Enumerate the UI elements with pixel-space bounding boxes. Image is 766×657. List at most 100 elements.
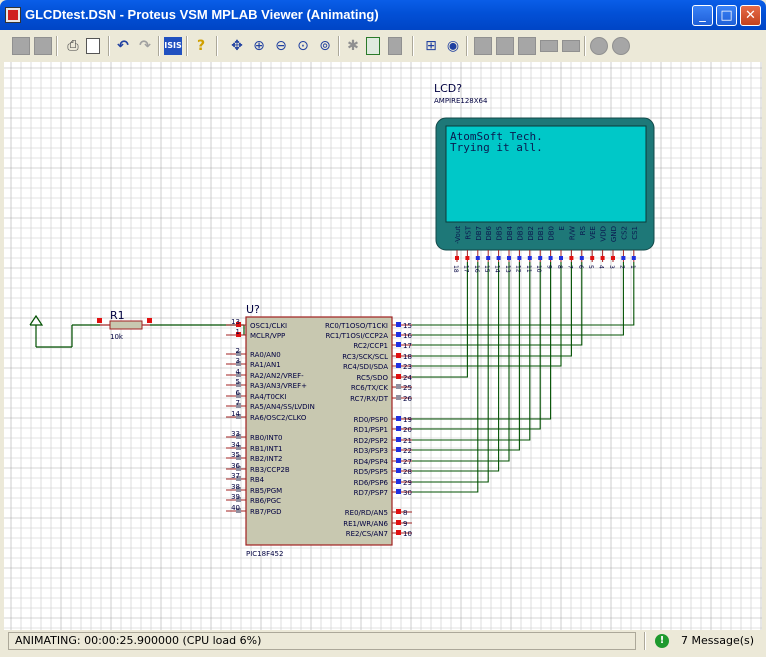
zoom-all-icon[interactable]: ⊙ [297, 38, 309, 54]
bom-icon[interactable] [388, 37, 402, 55]
pin-marker [396, 353, 401, 358]
pin-marker [486, 256, 491, 260]
lcd-component[interactable]: LCD? AMPIRE128X64 AtomSoft Tech. Trying … [434, 82, 655, 273]
mcu-pin-label: RC3/SCK/SCL [342, 353, 388, 361]
mcu-pin-number: 2 [236, 347, 240, 355]
pin-marker [396, 342, 401, 347]
message-count[interactable]: 7 Message(s) [681, 634, 755, 647]
pin-marker [236, 487, 241, 492]
mcu-body [245, 316, 393, 546]
app-icon[interactable] [5, 7, 21, 23]
lcd-pin-label: R/W [568, 226, 576, 240]
netlist-icon[interactable] [366, 37, 380, 55]
mcu-pin-number: 27 [403, 458, 412, 466]
circle-icon[interactable] [612, 37, 630, 55]
toolbar-separator [466, 36, 468, 56]
mcu-pin-label: RA1/AN1 [250, 361, 281, 369]
save-icon[interactable] [34, 37, 52, 55]
zoom-area-icon[interactable]: ⊚ [319, 38, 331, 54]
mcu-pin-label: RD6/PSP6 [354, 479, 389, 487]
mcu-pin-label: RC0/T1OSO/T1CKI [325, 322, 388, 330]
toolbar: ⎙ ↶ ↷ ISIS ? ✥ ⊕ ⊖ ⊙ ⊚ ✱ ⊞ ◉ [4, 30, 762, 63]
mcu-pin-label: OSC1/CLKI [250, 322, 287, 330]
lcd-pin-label: RS [579, 225, 587, 235]
pin-marker [236, 332, 241, 337]
close-button[interactable]: ✕ [740, 5, 761, 26]
terminal-symbol[interactable] [29, 314, 100, 348]
mcu-pin-number: 24 [403, 374, 412, 382]
lcd-pin-label: RST [464, 225, 472, 239]
mcu-pin-label: RB0/INT0 [250, 434, 283, 442]
message-icon[interactable]: ! [655, 634, 669, 648]
lcd-pin-label: DB0 [548, 226, 556, 241]
resistor-r1[interactable]: R1 10k [97, 309, 245, 341]
block-icon[interactable] [518, 37, 536, 55]
zoom-in-icon[interactable]: ⊕ [253, 38, 265, 54]
block-icon[interactable] [496, 37, 514, 55]
mcu-pin-label: MCLR/VPP [250, 332, 285, 340]
bug-icon[interactable]: ✱ [347, 38, 359, 54]
mcu-pin-number: 9 [403, 520, 407, 528]
pin-marker [396, 520, 401, 525]
pin-marker [396, 332, 401, 337]
mcu-pin-number: 19 [403, 416, 412, 424]
lcd-pin-number: 8 [556, 265, 563, 269]
lcd-pin-label: DB3 [516, 226, 524, 241]
wire [412, 262, 500, 472]
pin-marker [236, 434, 241, 439]
mcu-pin-label: RB4 [250, 476, 265, 484]
circle-icon[interactable] [590, 37, 608, 55]
mcu-pin-number: 28 [403, 468, 412, 476]
wire [412, 262, 479, 493]
redo-icon[interactable]: ↷ [139, 38, 151, 54]
lcd-pin-label: -Vout [454, 226, 462, 244]
pin-marker [465, 256, 470, 260]
maximize-button[interactable]: □ [716, 5, 737, 26]
block-icon[interactable] [474, 37, 492, 55]
pin-marker [538, 256, 543, 260]
printer-icon[interactable]: ⎙ [67, 38, 79, 54]
mcu-pin-number: 34 [231, 441, 240, 449]
minimize-button[interactable]: _ [692, 5, 713, 26]
wire [412, 262, 520, 451]
lcd-pin-label: VDD [600, 226, 608, 242]
schematic-canvas[interactable]: R1 10k LCD? AMPIRE128X64 AtomSoft Tech. … [4, 62, 762, 630]
lcd-screen [445, 125, 647, 223]
pin-marker [631, 256, 636, 260]
lcd-line-1: AtomSoft Tech. [450, 130, 543, 143]
toolbar-separator [186, 36, 188, 56]
block-icon[interactable] [562, 40, 580, 52]
pan-icon[interactable]: ✥ [231, 38, 243, 54]
eye-icon[interactable]: ◉ [446, 38, 460, 54]
graph-icon[interactable]: ⊞ [425, 38, 437, 54]
mcu-pin-number: 30 [403, 489, 412, 497]
status-separator [644, 632, 646, 650]
help-icon[interactable]: ? [196, 38, 206, 54]
status-bar: ANIMATING: 00:00:25.900000 (CPU load 6%)… [4, 630, 762, 653]
mcu-pin-label: RD7/PSP7 [354, 489, 388, 497]
pin-marker [548, 256, 553, 260]
print-preview-icon[interactable] [86, 38, 100, 54]
zoom-out-icon[interactable]: ⊖ [275, 38, 287, 54]
toolbar-separator [338, 36, 340, 56]
schematic-drawing[interactable]: R1 10k LCD? AMPIRE128X64 AtomSoft Tech. … [4, 62, 762, 630]
lcd-pin-number: 6 [577, 265, 584, 269]
pin-marker [396, 458, 401, 463]
block-icon[interactable] [540, 40, 558, 52]
lcd-pin-label: GND [610, 226, 618, 242]
mcu-pin-label: RD5/PSP5 [354, 468, 388, 476]
mcu-pin-label: RD1/PSP1 [354, 426, 388, 434]
open-icon[interactable] [12, 37, 30, 55]
pin-marker [396, 322, 401, 327]
title-bar[interactable]: GLCDtest.DSN - Proteus VSM MPLAB Viewer … [0, 0, 766, 30]
mcu-pin-label: RC5/SDO [356, 374, 388, 382]
undo-icon[interactable]: ↶ [117, 38, 129, 54]
pin-marker [97, 318, 102, 323]
mcu-pin-label: RC7/RX/DT [350, 395, 389, 403]
wire [412, 262, 562, 367]
isis-icon[interactable]: ISIS [164, 37, 182, 55]
lcd-pin-number: 2 [618, 265, 625, 269]
mcu-right-pins: 15RC0/T1OSO/T1CKI16RC1/T1OSI/CCP2A17RC2/… [325, 322, 412, 538]
status-text: ANIMATING: 00:00:25.900000 (CPU load 6%) [8, 632, 636, 650]
